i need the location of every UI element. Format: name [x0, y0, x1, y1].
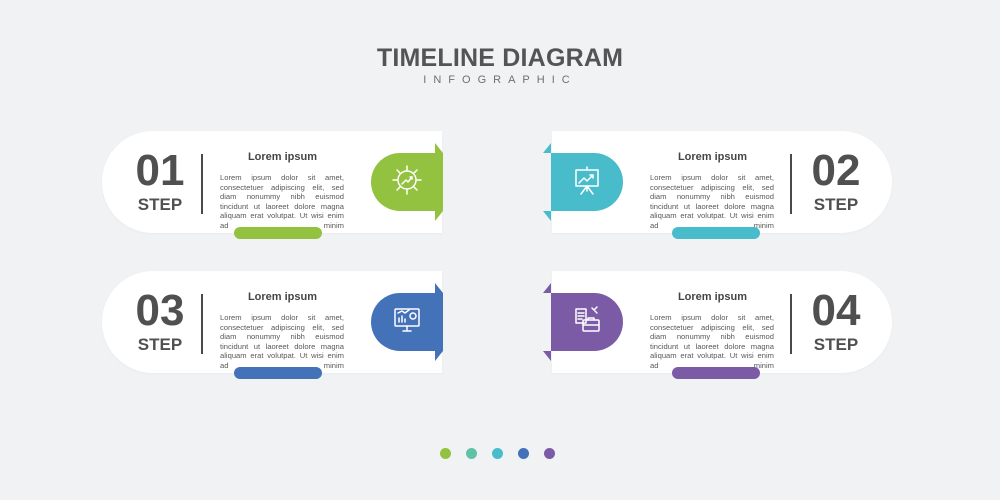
tab-fold [543, 351, 551, 361]
presentation-board-icon [570, 163, 604, 202]
step-description: Lorem ipsum dolor sit amet, consectetuer… [220, 173, 344, 230]
dot [440, 448, 451, 459]
tab-fold [543, 211, 551, 221]
step-description: Lorem ipsum dolor sit amet, consectetuer… [650, 313, 774, 370]
tab-fold [435, 283, 443, 293]
briefcase-document-icon [570, 303, 604, 342]
step-number: 04 [811, 286, 861, 335]
divider [790, 154, 792, 214]
tab-fold [435, 351, 443, 361]
tab-fold [435, 143, 443, 153]
divider [201, 294, 203, 354]
step-number: 03 [135, 286, 185, 335]
icon-tab [551, 153, 623, 211]
dot [466, 448, 477, 459]
dot [544, 448, 555, 459]
gear-growth-icon [390, 163, 424, 202]
step-number: 02 [811, 146, 861, 195]
dot [492, 448, 503, 459]
color-bar [234, 367, 322, 379]
step-title: Lorem ipsum [247, 291, 318, 303]
tab-fold [543, 283, 551, 293]
color-bar [672, 367, 760, 379]
step-label: STEP [813, 195, 859, 214]
diagram-subtitle: INFOGRAPHIC [423, 74, 577, 86]
icon-tab [371, 293, 443, 351]
dot [518, 448, 529, 459]
progress-dots [440, 448, 555, 459]
step-card-01: 01 STEP Lorem ipsum Lorem ipsum dolor si… [102, 131, 443, 239]
color-bar [672, 227, 760, 239]
step-card-03: 03 STEP Lorem ipsum Lorem ipsum dolor si… [102, 271, 443, 379]
step-card-04: Lorem ipsum Lorem ipsum dolor sit amet, … [543, 271, 892, 379]
step-description: Lorem ipsum dolor sit amet, consectetuer… [220, 313, 344, 370]
icon-tab [551, 293, 623, 351]
divider [790, 294, 792, 354]
step-card-02: Lorem ipsum Lorem ipsum dolor sit amet, … [543, 131, 892, 239]
step-title: Lorem ipsum [677, 291, 748, 303]
step-description: Lorem ipsum dolor sit amet, consectetuer… [650, 173, 774, 230]
tab-fold [543, 143, 551, 153]
divider [201, 154, 203, 214]
step-number: 01 [135, 146, 185, 195]
step-label: STEP [137, 335, 183, 354]
color-bar [234, 227, 322, 239]
step-label: STEP [813, 335, 859, 354]
step-title: Lorem ipsum [677, 151, 748, 163]
monitor-analytics-icon [390, 303, 424, 342]
diagram-title: TIMELINE DIAGRAM [376, 44, 624, 72]
step-label: STEP [137, 195, 183, 214]
tab-fold [435, 211, 443, 221]
step-title: Lorem ipsum [247, 151, 318, 163]
icon-tab [371, 153, 443, 211]
